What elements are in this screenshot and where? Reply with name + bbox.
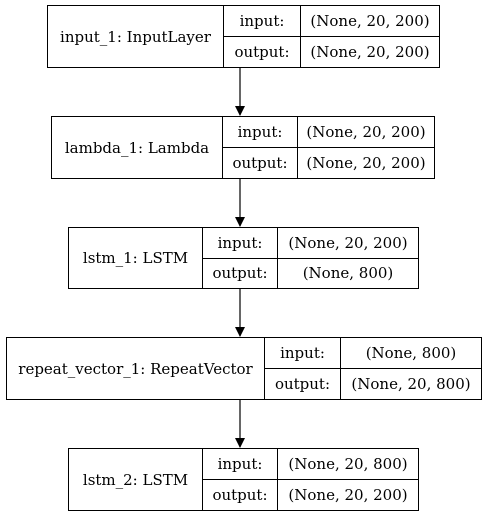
output-label: output: <box>212 486 268 504</box>
layer-name: lstm_1: LSTM <box>69 228 203 288</box>
output-shape: (None, 20, 800) <box>351 375 471 393</box>
layer-node-lstm-2: lstm_2: LSTM input: output: (None, 20, 8… <box>68 448 419 511</box>
input-shape: (None, 800) <box>341 338 481 369</box>
layer-name: lambda_1: Lambda <box>52 117 223 178</box>
layer-node-input-1: input_1: InputLayer input: output: (None… <box>47 5 440 68</box>
input-shape: (None, 20, 200) <box>298 117 434 148</box>
input-label: input: <box>203 449 277 480</box>
output-label: output: <box>232 154 288 172</box>
layer-node-lstm-1: lstm_1: LSTM input: output: (None, 20, 2… <box>68 227 419 289</box>
output-label: output: <box>274 375 331 393</box>
input-label: input: <box>224 6 300 37</box>
input-label: input: <box>203 228 277 259</box>
input-shape: (None, 20, 200) <box>301 6 439 37</box>
output-label: output: <box>234 43 290 61</box>
input-label: input: <box>265 338 340 369</box>
input-label: input: <box>223 117 297 148</box>
output-shape: (None, 20, 200) <box>288 486 408 504</box>
output-shape: (None, 800) <box>302 264 394 283</box>
layer-node-repeat-vector-1: repeat_vector_1: RepeatVector input: out… <box>6 337 482 400</box>
output-shape: (None, 20, 200) <box>310 43 430 61</box>
layer-name: repeat_vector_1: RepeatVector <box>7 338 265 399</box>
layer-node-lambda-1: lambda_1: Lambda input: output: (None, 2… <box>51 116 435 179</box>
layer-name: lstm_2: LSTM <box>69 449 203 510</box>
output-label: output: <box>212 264 268 283</box>
input-shape: (None, 20, 800) <box>278 449 418 480</box>
layer-name: input_1: InputLayer <box>48 6 224 67</box>
output-shape: (None, 20, 200) <box>306 154 426 172</box>
input-shape: (None, 20, 200) <box>278 228 418 259</box>
